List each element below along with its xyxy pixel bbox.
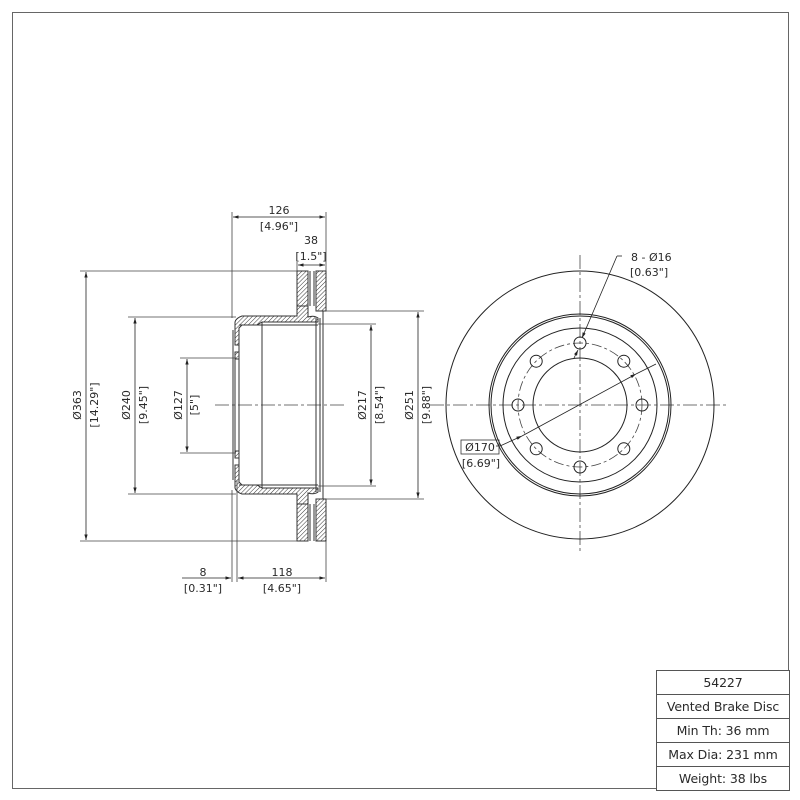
- mounting-face-bottom: [234, 450, 240, 459]
- front-view: [430, 255, 726, 552]
- bolt-holes-spec-in: [0.63"]: [630, 266, 668, 279]
- dim-center-bore-mm: Ø127: [172, 390, 185, 420]
- bolt-hole-icon: [617, 354, 631, 368]
- part-number: 54227: [657, 671, 789, 695]
- friction-inner-edge-1: [488, 313, 672, 497]
- bolt-hole-icon: [529, 354, 543, 368]
- bolt-hole-icon: [511, 398, 525, 412]
- hat-edge: [502, 327, 658, 483]
- bolt-hole-icon: [635, 398, 649, 412]
- dim-disc-thickness-in: [1.5"]: [295, 250, 326, 263]
- dim-outer-diameter-in: [14.29"]: [88, 382, 101, 427]
- dim-outer-diameter-mm: Ø363: [71, 390, 84, 420]
- bolt-hole-icon: [617, 442, 631, 456]
- dim-inner-diameter-mm: Ø217: [356, 390, 369, 420]
- bolt-hole-icon: [529, 442, 543, 456]
- side-view-dimension-texts: 126 [4.96"] 38 [1.5"] Ø363 [14.29"] Ø240…: [71, 204, 433, 595]
- dim-hat-depth-mm: 118: [272, 566, 293, 579]
- dim-hat-offset-in: [0.31"]: [184, 582, 222, 595]
- disc-ring-top-outer: [296, 270, 309, 307]
- drawing-frame: [12, 12, 789, 789]
- friction-inner-edge-2: [490, 315, 670, 495]
- dim-overall-height-in: [4.96"]: [260, 220, 298, 233]
- max-diameter: Max Dia: 231 mm: [657, 743, 789, 767]
- dim-inner-diameter-in: [8.54"]: [373, 386, 386, 424]
- min-thickness: Min Th: 36 mm: [657, 719, 789, 743]
- disc-ring-bottom-inner: [315, 498, 327, 542]
- title-block: 54227 Vented Brake Disc Min Th: 36 mm Ma…: [656, 670, 790, 791]
- side-section-view: [215, 270, 345, 542]
- extension-lines: [80, 212, 424, 582]
- bolt-hole-icon: [573, 460, 587, 474]
- part-description: Vented Brake Disc: [657, 695, 789, 719]
- dim-center-bore-in: [5"]: [188, 395, 201, 416]
- bolt-holes: [511, 336, 649, 474]
- dim-disc-thickness-mm: 38: [304, 234, 318, 247]
- weight: Weight: 38 lbs: [657, 767, 789, 791]
- dim-hat-offset-mm: 8: [200, 566, 207, 579]
- dim-hat-diameter-in: [9.45"]: [137, 386, 150, 424]
- disc-ring-top-inner: [315, 270, 327, 312]
- bolt-circle-spec-mm: Ø170: [465, 441, 495, 454]
- disc-ring-bottom-outer: [296, 503, 309, 542]
- front-view-texts: 8 - Ø16 [0.63"] Ø170 [6.69"]: [460, 251, 672, 470]
- bolt-circle-box: [460, 439, 500, 455]
- dim-overall-height-mm: 126: [269, 204, 290, 217]
- dim-hat-depth-in: [4.65"]: [263, 582, 301, 595]
- bolt-hole-icon: [573, 336, 587, 350]
- dim-hat-diameter-mm: Ø240: [120, 390, 133, 420]
- center-bore: [532, 357, 628, 453]
- dim-friction-inner-diameter-in: [9.88"]: [420, 386, 433, 424]
- disc-outer-edge: [445, 270, 715, 540]
- bolt-circle-spec-in: [6.69"]: [462, 457, 500, 470]
- bolt-circle: [517, 342, 643, 468]
- dim-friction-inner-diameter-mm: Ø251: [403, 390, 416, 420]
- dimension-lines: [84, 215, 420, 580]
- bolt-holes-spec-mm: 8 - Ø16: [631, 251, 672, 264]
